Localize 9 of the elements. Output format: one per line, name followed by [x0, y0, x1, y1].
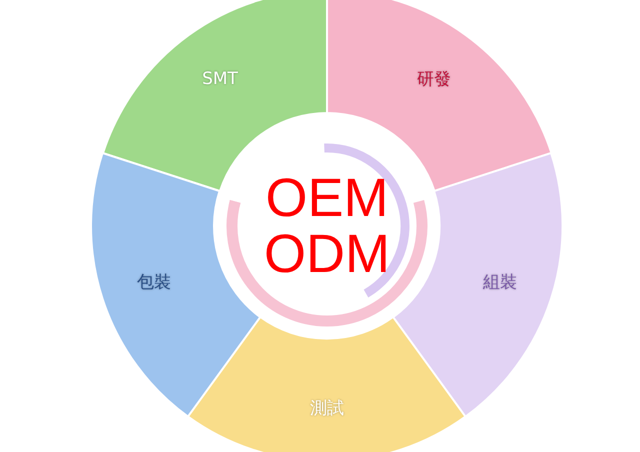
segment-label: 組裝 [483, 272, 518, 294]
segment-label: SMT [202, 68, 238, 89]
ring-segment [91, 153, 261, 417]
ring-segment [393, 153, 563, 417]
segment-label: 研發 [416, 68, 451, 90]
ring-segment [188, 317, 466, 452]
center-label: OEM ODM [263, 170, 391, 282]
segment-label: 測試 [310, 397, 344, 420]
segment-label: 包裝 [136, 272, 171, 294]
